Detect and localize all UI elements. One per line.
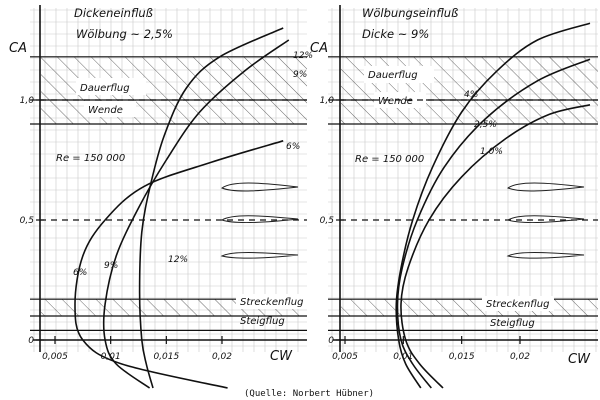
band-label-climb: Steigflug: [240, 316, 285, 327]
series-group: [74, 27, 290, 389]
x-tick-label: 0,02: [212, 352, 232, 362]
y-tick-label: 0: [328, 336, 334, 346]
y-tick-label: 0,5: [20, 216, 35, 226]
chart-title: Dickeneinfluß: [74, 6, 153, 20]
band-label-backing: [76, 78, 146, 95]
reynolds-label: Re = 150 000: [355, 154, 424, 165]
series-label-4: 4%: [464, 90, 478, 100]
band-label-backing: [84, 101, 136, 117]
series-end-label-12: 12%: [293, 51, 313, 61]
y-axis-label: CA: [310, 41, 328, 56]
band-distance: [341, 299, 598, 316]
x-tick-label: 0,015: [153, 352, 179, 362]
series-end-label-9: 9%: [293, 70, 307, 80]
band-label-distance: Streckenflug: [240, 297, 303, 308]
series-label-12: 12%: [168, 255, 188, 265]
band-label-turn: Wende: [378, 96, 413, 107]
x-tick-label: 0,02: [510, 352, 530, 362]
x-axis-label: CW: [568, 352, 591, 367]
airfoil-thumbnail: [220, 182, 299, 192]
reynolds-label: Re = 150 000: [56, 153, 125, 164]
band-label-distance: Streckenflug: [486, 299, 549, 310]
x-axis-label: CW: [270, 349, 293, 364]
airfoil-thumbnail: [506, 182, 585, 192]
y-axis-label: CA: [9, 41, 27, 56]
band-label-cruise: Dauerflug: [80, 83, 130, 94]
series-label-2-5: 2,5%: [474, 120, 497, 130]
series-label-9: 9%: [104, 261, 118, 271]
dashed-reference-lines: [40, 99, 307, 221]
band-label-backing: [236, 294, 308, 309]
x-tick-label: 0,005: [332, 352, 358, 362]
series-label-1-0: 1,0%: [480, 147, 503, 157]
band-label-backing: [482, 296, 554, 311]
x-tick-label: 0,005: [42, 352, 68, 362]
series-line: [396, 58, 591, 389]
airfoil-thumbnail: [506, 215, 585, 224]
series-end-label-6: 6%: [286, 142, 300, 152]
y-tick-label: 1,0: [320, 96, 335, 106]
series-line: [138, 27, 284, 389]
band-label-climb: Steigflug: [490, 318, 535, 329]
airfoil-thumbnails: [506, 182, 585, 259]
airfoil-thumbnail: [220, 215, 299, 224]
series-line: [102, 39, 290, 389]
chart-subtitle: Dicke ~ 9%: [362, 27, 429, 41]
series-group: [395, 22, 591, 389]
series-line: [400, 104, 591, 389]
band-group: [328, 56, 598, 331]
y-tick-label: 0,5: [320, 216, 335, 226]
band-label-backing: [364, 66, 434, 83]
airfoil-thumbnails: [220, 182, 299, 259]
source-note: (Quelle: Norbert Hübner): [244, 389, 374, 399]
band-label-turn: Wende: [88, 105, 123, 116]
series-line: [395, 22, 591, 389]
x-tick-label: 0,015: [449, 352, 475, 362]
series-line: [74, 140, 284, 389]
y-tick-label: 0: [28, 336, 34, 346]
band-group: [30, 56, 308, 331]
airfoil-thumbnail: [506, 252, 585, 259]
chart-title: Wölbungseinfluß: [362, 6, 458, 20]
band-label-cruise: Dauerflug: [368, 70, 418, 81]
airfoil-thumbnail: [220, 252, 299, 259]
dashed-reference-lines: [340, 99, 598, 221]
series-label-6: 6%: [73, 268, 87, 278]
chart-subtitle: Wölbung ~ 2,5%: [76, 27, 173, 41]
y-tick-label: 1,0: [20, 96, 35, 106]
